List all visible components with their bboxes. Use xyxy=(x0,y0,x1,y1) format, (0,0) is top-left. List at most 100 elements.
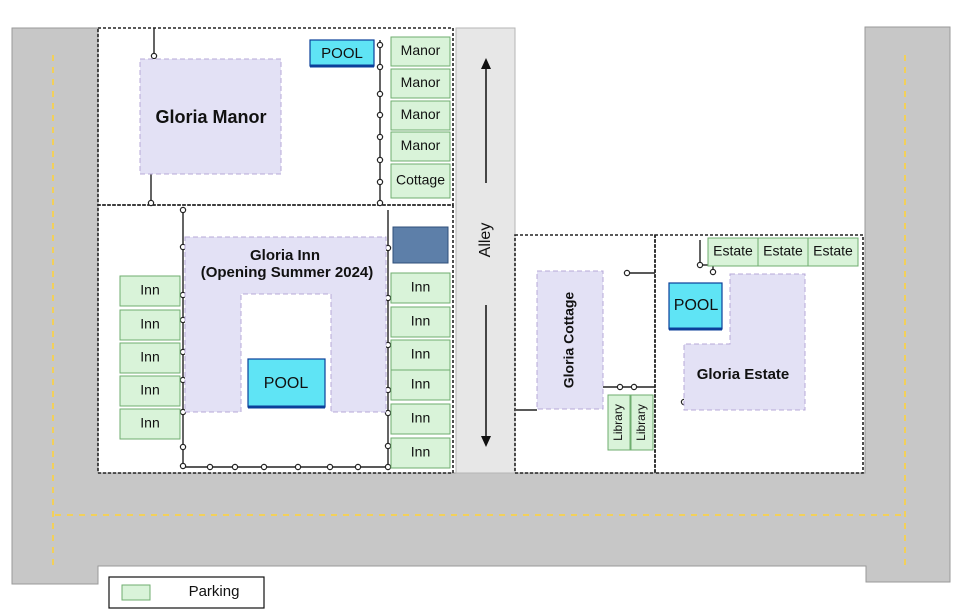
parking-stall-label: Manor xyxy=(401,42,441,58)
cottage-label: Gloria Cottage xyxy=(561,292,577,389)
legend-parking-swatch xyxy=(121,584,151,601)
utility-node xyxy=(354,463,362,471)
parking-stall-inn[interactable]: Inn xyxy=(390,339,451,371)
legend: Parking xyxy=(108,576,265,609)
parking-stall-label: Inn xyxy=(140,282,159,298)
pool-inn[interactable]: POOL xyxy=(247,358,326,409)
utility-node xyxy=(376,41,384,49)
parking-stall-manor[interactable]: Manor xyxy=(390,100,451,131)
pool-inn-label: POOL xyxy=(264,375,309,392)
parking-stall-library[interactable]: Library xyxy=(607,394,631,451)
utility-node xyxy=(326,463,334,471)
utility-node xyxy=(260,463,268,471)
manor-footprint xyxy=(139,58,282,175)
legend-parking-label: Parking xyxy=(189,583,240,600)
parking-stall-estate[interactable]: Estate xyxy=(807,237,859,267)
building-gloria-manor[interactable]: Gloria Manor xyxy=(139,58,282,175)
pools: POOL POOL POOL xyxy=(247,39,723,409)
utility-node xyxy=(696,261,704,269)
utility-node xyxy=(231,463,239,471)
utility-node xyxy=(376,111,384,119)
parking-stall-shape xyxy=(119,408,181,440)
parking-stall-estate[interactable]: Estate xyxy=(707,237,759,267)
parking-stall-cottage[interactable]: Cottage xyxy=(390,163,451,199)
utility-node xyxy=(376,133,384,141)
building-gloria-estate[interactable]: Gloria Estate xyxy=(683,273,806,411)
parking-stall-shape xyxy=(390,131,451,162)
parcel-cottage xyxy=(514,234,656,474)
parking-stall-inn[interactable]: Inn xyxy=(390,369,451,401)
parking-stall-label: Inn xyxy=(411,444,430,460)
utility-node xyxy=(150,52,158,60)
parking-stall-inn[interactable]: Inn xyxy=(390,403,451,435)
cottage-footprint xyxy=(536,270,604,410)
utility-node xyxy=(376,90,384,98)
parking-stall-inn[interactable]: Inn xyxy=(390,272,451,304)
parking-stall-label: Manor xyxy=(401,74,441,90)
inn-label-title: Gloria Inn xyxy=(250,247,320,264)
parking-stall-inn[interactable]: Inn xyxy=(119,375,181,407)
parking-stall-shape xyxy=(630,394,654,451)
utility-node xyxy=(384,463,392,471)
parking-stall-manor[interactable]: Manor xyxy=(390,131,451,162)
parking-stall-inn[interactable]: Inn xyxy=(390,437,451,469)
building-gloria-inn[interactable]: Gloria Inn (Opening Summer 2024) xyxy=(184,236,387,413)
utility-node xyxy=(294,463,302,471)
parking-stall-inn[interactable]: Inn xyxy=(119,309,181,341)
parcel-boundaries xyxy=(97,27,864,474)
parking-stall-shape xyxy=(757,237,809,267)
utility-node xyxy=(376,156,384,164)
inn-footprint xyxy=(184,236,387,413)
parking-stall-manor[interactable]: Manor xyxy=(390,36,451,67)
alley-arrowhead-up xyxy=(481,58,491,69)
parking-stall-label: Cottage xyxy=(396,172,445,188)
parking-stall-library[interactable]: Library xyxy=(630,394,654,451)
parking-stall-label: Inn xyxy=(140,382,159,398)
alley: Alley xyxy=(455,27,516,474)
parking-stall-shape xyxy=(390,68,451,99)
buildings: Gloria Manor Gloria Inn (Opening Summer … xyxy=(139,58,806,413)
parking-stall-label: Inn xyxy=(411,376,430,392)
pool-inn-shape xyxy=(247,358,326,408)
inn-lot-block xyxy=(392,226,449,264)
parking-stall-shape xyxy=(119,342,181,374)
utility-node xyxy=(179,408,187,416)
parking-stall-label: Estate xyxy=(763,243,803,259)
pool-estate-label: POOL xyxy=(674,297,719,314)
estate-label: Gloria Estate xyxy=(697,366,790,383)
parking-stall-inn[interactable]: Inn xyxy=(119,408,181,440)
utility-node xyxy=(623,269,631,277)
parking-stall-shape xyxy=(607,394,631,451)
parcel-manor xyxy=(97,27,454,206)
utility-node xyxy=(384,409,392,417)
parking-stall-inn[interactable]: Inn xyxy=(119,275,181,307)
parking-stall-manor[interactable]: Manor xyxy=(390,68,451,99)
parking-stall-shape xyxy=(390,403,451,435)
pool-estate[interactable]: POOL xyxy=(668,282,723,331)
parking-stall-label: Library xyxy=(634,404,648,441)
parcel-inn xyxy=(97,204,454,474)
parking-stall-shape xyxy=(119,375,181,407)
utility-node xyxy=(384,442,392,450)
utility-node xyxy=(179,206,187,214)
building-gloria-cottage[interactable]: Gloria Cottage xyxy=(536,270,604,410)
utility-nodes xyxy=(147,41,717,471)
parking-stall-inn[interactable]: Inn xyxy=(119,342,181,374)
parking-stall-label: Inn xyxy=(411,410,430,426)
parking-stall-label: Inn xyxy=(411,279,430,295)
parking-stall-inn[interactable]: Inn xyxy=(390,306,451,338)
pool-manor-shape xyxy=(309,39,375,67)
parking-stall-shape xyxy=(390,437,451,469)
parking-stall-label: Manor xyxy=(401,106,441,122)
parking-stall-shape xyxy=(390,369,451,401)
parking-stall-label: Inn xyxy=(411,313,430,329)
parking-stall-shape xyxy=(390,36,451,67)
alley-arrowhead-down xyxy=(481,436,491,447)
pool-manor[interactable]: POOL xyxy=(309,39,375,68)
utility-node xyxy=(179,462,187,470)
inn-label-subtitle: (Opening Summer 2024) xyxy=(201,264,374,281)
parking-stall-estate[interactable]: Estate xyxy=(757,237,809,267)
parking-stall-shape xyxy=(119,309,181,341)
